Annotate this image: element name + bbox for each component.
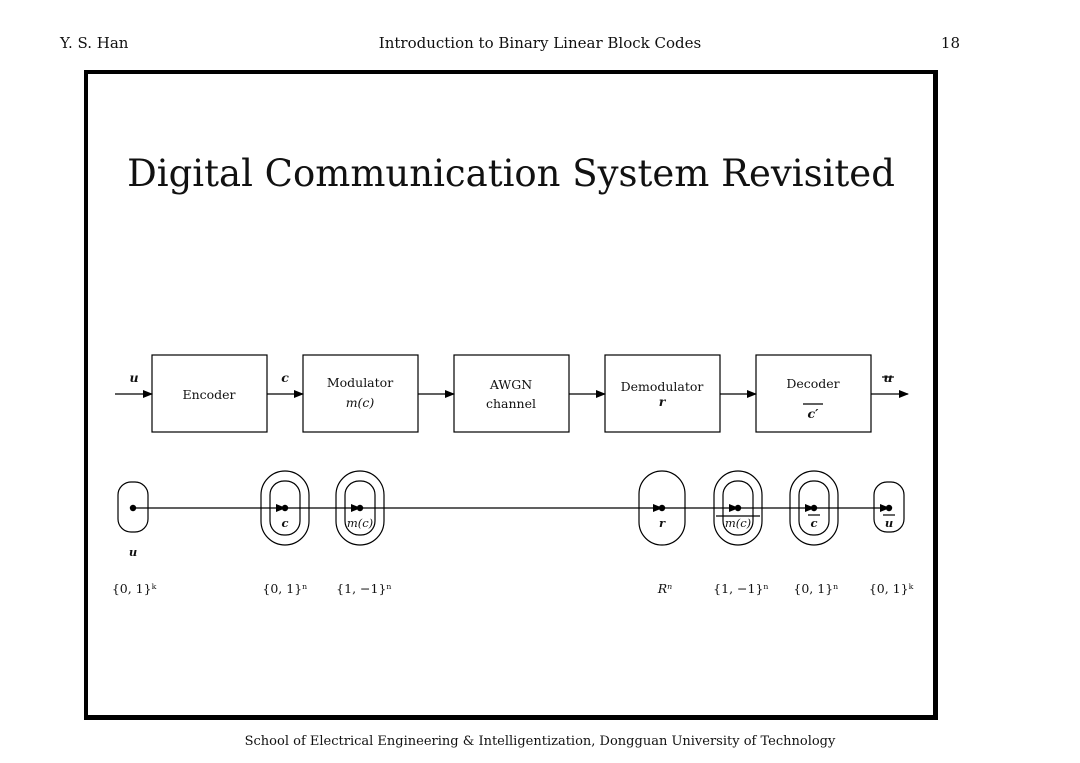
set-label-demodulated: {1, −1}ⁿ xyxy=(713,581,769,596)
awgn-label: AWGN xyxy=(489,377,532,392)
point-u-estimate xyxy=(885,504,893,512)
set-label-source: {0, 1}ᵏ xyxy=(112,581,157,596)
output-u-label: u xyxy=(883,370,892,385)
point-mc-received xyxy=(734,504,742,512)
encoder-label: Encoder xyxy=(182,387,235,402)
footer-institution: School of Electrical Engineering & Intel… xyxy=(244,734,836,749)
set-u-label: u xyxy=(129,545,137,559)
header-author: Y. S. Han xyxy=(60,34,129,52)
modulator-box xyxy=(302,354,419,433)
set-u-source xyxy=(117,481,149,533)
channel-label: channel xyxy=(486,396,536,411)
point-r xyxy=(658,504,666,512)
set-label-codewords: {0, 1}ⁿ xyxy=(262,581,307,596)
demodulator-r-label: r xyxy=(659,394,667,409)
slide-title: Digital Communication System Revisited xyxy=(127,152,895,195)
set-label-modulated: {1, −1}ⁿ xyxy=(336,581,392,596)
node-c-decoded-label: c xyxy=(810,516,817,530)
point-c xyxy=(281,504,289,512)
input-u-label: u xyxy=(129,370,138,385)
set-label-received: Rⁿ xyxy=(657,581,672,596)
awgn-channel-box xyxy=(453,354,570,433)
node-r-label: r xyxy=(659,516,666,530)
node-c-label: c xyxy=(281,516,288,530)
point-mc xyxy=(356,504,364,512)
set-label-decoded: {0, 1}ⁿ xyxy=(793,581,838,596)
codeword-c-label: c xyxy=(281,370,289,385)
decoder-label: Decoder xyxy=(786,376,839,391)
header-course-title: Introduction to Binary Linear Block Code… xyxy=(378,34,702,52)
header-page-number: 18 xyxy=(940,34,960,52)
slide-frame xyxy=(84,70,938,720)
point-c-decoded xyxy=(810,504,818,512)
node-u-estimate-label: u xyxy=(885,516,893,530)
node-mc-label: m(c) xyxy=(347,516,373,530)
set-label-output: {0, 1}ᵏ xyxy=(869,581,914,596)
modulator-formula: m(c) xyxy=(346,395,375,410)
set-u-estimate xyxy=(873,481,905,533)
decoder-c-label: c′ xyxy=(808,406,820,421)
demodulator-label: Demodulator xyxy=(621,379,704,394)
point-u xyxy=(129,504,137,512)
node-mc-received-label: m(c) xyxy=(725,516,751,530)
modulator-label: Modulator xyxy=(327,375,393,390)
